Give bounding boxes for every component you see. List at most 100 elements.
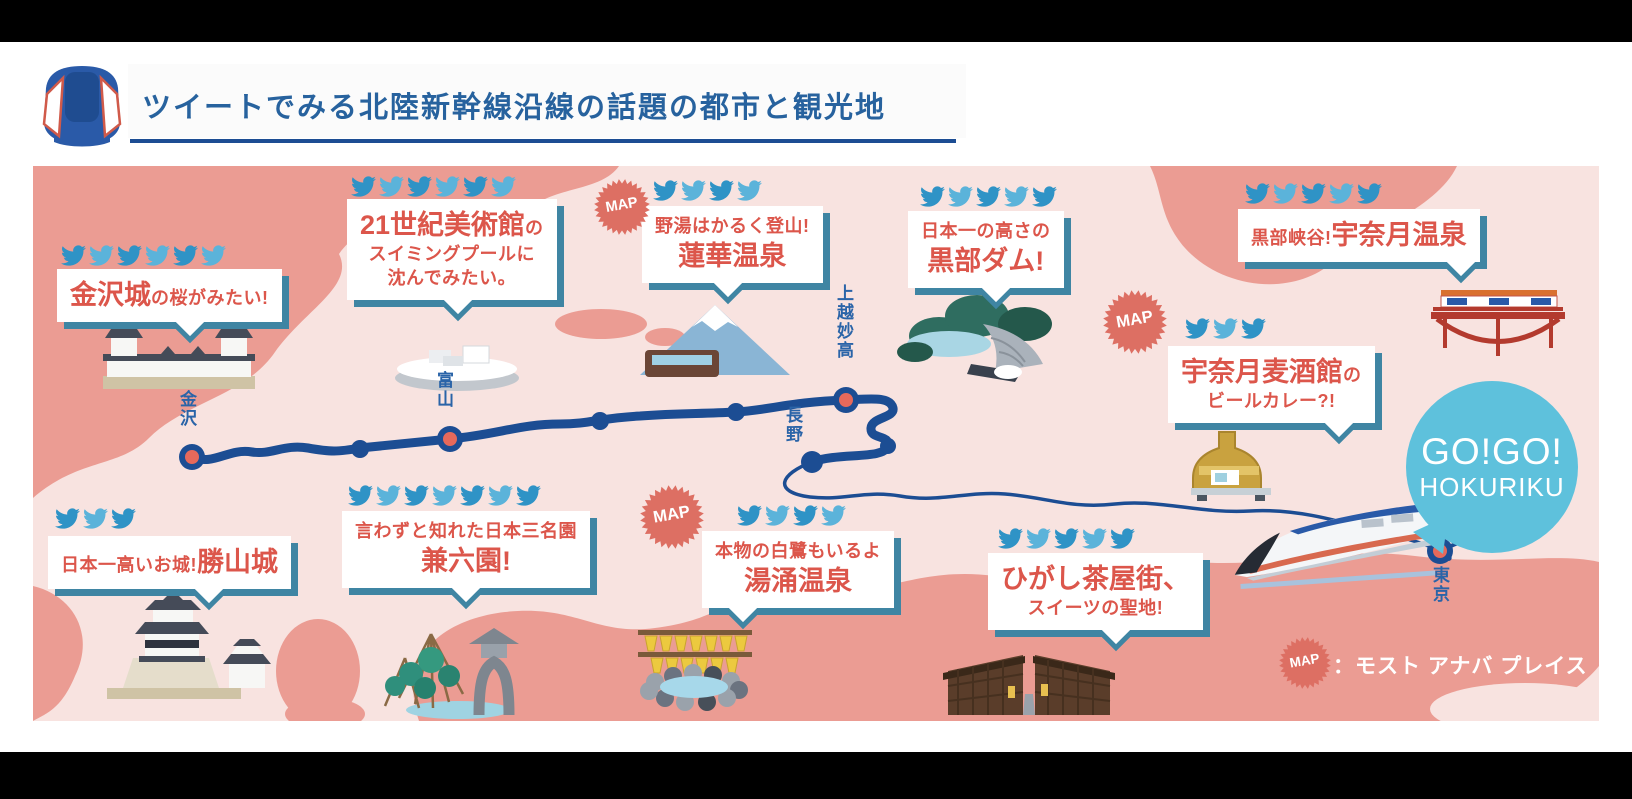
tweet-birds-row: [1185, 316, 1269, 341]
map-badge: MAP: [640, 485, 704, 549]
twitter-bird-icon: [1110, 526, 1135, 551]
callout-line: 兼六園!: [355, 544, 577, 579]
twitter-bird-icon: [61, 243, 86, 268]
twitter-bird-icon: [407, 174, 432, 199]
callout-text: ビールカレー?!: [1207, 391, 1336, 412]
twitter-bird-icon: [1329, 181, 1354, 206]
yuwaku-onsen-illustration: [638, 630, 752, 711]
callout-yuwaku-onsen: 本物の白鷺もいるよ湯涌温泉: [702, 531, 895, 623]
shinkansen-logo-icon: [42, 66, 122, 147]
callout-text: 黒部ダム!: [927, 245, 1045, 276]
callout-line: 沈んでみたい。: [360, 267, 544, 291]
callout-line: 蓮華温泉: [655, 239, 810, 274]
twitter-bird-icon: [83, 506, 108, 531]
callout-text: 湯涌温泉: [744, 565, 853, 596]
tweet-birds-row: [1245, 181, 1385, 206]
callout-line: スイミングプールに: [360, 243, 544, 267]
tweet-birds-row: [998, 526, 1138, 551]
twitter-bird-icon: [1357, 181, 1382, 206]
map-badge: MAP: [1103, 290, 1167, 354]
callout-text-block: 日本一の高さの黒部ダム!: [921, 220, 1051, 279]
callout-text: 宇奈月温泉: [1331, 220, 1467, 250]
route-thick-segment: [187, 394, 898, 467]
go-go-hokuriku-bubble: GO!GO! HOKURIKU: [1406, 381, 1578, 553]
station-label-joetsumyoko: 上越妙高: [834, 284, 853, 360]
callout-line: 言わずと知れた日本三名園: [355, 520, 577, 544]
twitter-bird-icon: [463, 174, 488, 199]
callout-text: 日本一の高さの: [921, 221, 1051, 241]
kanazawa-castle-illustration: [103, 329, 255, 389]
station-label-toyama: 富山: [434, 371, 453, 409]
callout-line: 本物の白鷺もいるよ: [715, 540, 881, 564]
kenrokuen-garden-illustration: [383, 628, 519, 719]
callout-text: 21世紀美術館: [360, 210, 526, 240]
twitter-bird-icon: [351, 174, 376, 199]
callout-kurobe-dam: 日本一の高さの黒部ダム!: [908, 211, 1064, 303]
callout-line: スイーツの聖地!: [1001, 597, 1190, 621]
twitter-bird-icon: [173, 243, 198, 268]
twitter-bird-icon: [89, 243, 114, 268]
twitter-bird-icon: [737, 503, 762, 528]
twitter-bird-icon: [404, 483, 429, 508]
twitter-bird-icon: [488, 483, 513, 508]
callout-line: 金沢城の桜がみたい!: [70, 278, 269, 313]
callout-text: の桜がみたい!: [151, 288, 269, 308]
station-dot-nagano: [801, 451, 823, 473]
callout-text-block: 本物の白鷺もいるよ湯涌温泉: [715, 540, 881, 599]
callout-text: 言わずと知れた日本三名園: [355, 521, 577, 541]
station-dot-toyama: [437, 426, 463, 452]
twitter-bird-icon: [435, 174, 460, 199]
callout-unazuki-onsen: 黒部峡谷!宇奈月温泉: [1238, 209, 1480, 277]
callout-text-block: 言わずと知れた日本三名園兼六園!: [355, 520, 577, 579]
twitter-bird-icon: [1082, 526, 1107, 551]
callout-text: 勝山城: [197, 547, 278, 577]
callout-text: 蓮華温泉: [678, 240, 787, 271]
callout-kenrokuen: 言わずと知れた日本三名園兼六園!: [342, 511, 590, 603]
callout-text: 金沢城: [70, 280, 151, 310]
twitter-bird-icon: [55, 506, 80, 531]
page-title: ツイートでみる北陸新幹線沿線の話題の都市と観光地: [142, 92, 887, 124]
go-bubble-line1: GO!GO!: [1421, 430, 1563, 472]
unazuki-bridge-illustration: [1431, 290, 1565, 356]
tweet-birds-row: [653, 178, 765, 203]
twitter-bird-icon: [1004, 184, 1029, 209]
map-badge-label: MAP: [1288, 651, 1320, 671]
intermediate-station-dots: [351, 403, 896, 473]
twitter-bird-icon: [1273, 181, 1298, 206]
twitter-bird-icon: [1213, 316, 1238, 341]
callout-text: 黒部峡谷!: [1251, 228, 1332, 248]
callout-text: スイミングプールに: [368, 244, 536, 265]
twitter-bird-icon: [1301, 181, 1326, 206]
callout-line: 日本一高いお城!勝山城: [61, 545, 278, 580]
title-underline: [130, 139, 956, 143]
callout-text-block: 野湯はかるく登山! 蓮華温泉: [655, 215, 810, 274]
twitter-bird-icon: [1054, 526, 1079, 551]
callout-text: 野湯はかるく登山!: [655, 216, 810, 236]
higashi-chaya-illustration: [943, 655, 1115, 715]
twitter-bird-icon: [516, 483, 541, 508]
callout-line: ひがし茶屋街、: [1001, 562, 1190, 597]
brewery-illustration: [1191, 431, 1271, 501]
callout-text-block: 21世紀美術館のスイミングプールに沈んでみたい。: [360, 208, 544, 291]
katsuyama-castle-illustration: [107, 590, 271, 699]
callout-line: 黒部ダム!: [921, 244, 1051, 279]
twitter-bird-icon: [491, 174, 516, 199]
tweet-birds-row: [351, 174, 519, 199]
callout-text-block: 日本一高いお城!勝山城: [61, 545, 278, 580]
callout-text: スイーツの聖地!: [1027, 598, 1164, 619]
twitter-bird-icon: [821, 503, 846, 528]
twitter-bird-icon: [348, 483, 373, 508]
twitter-bird-icon: [432, 483, 457, 508]
top-letterbox-bar: [0, 0, 1632, 42]
twitter-bird-icon: [920, 184, 945, 209]
map-blob-holes: [1430, 666, 1599, 721]
twitter-bird-icon: [765, 503, 790, 528]
museum-illustration: [395, 345, 519, 391]
twitter-bird-icon: [460, 483, 485, 508]
callout-unazuki-beer-hall: 宇奈月麦酒館のビールカレー?!: [1168, 346, 1375, 438]
callout-text-block: 黒部峡谷!宇奈月温泉: [1251, 218, 1467, 253]
kurobe-dam-illustration: [897, 295, 1052, 382]
bottom-letterbox-bar: [0, 752, 1632, 799]
callout-text: 沈んでみたい。: [387, 267, 517, 288]
